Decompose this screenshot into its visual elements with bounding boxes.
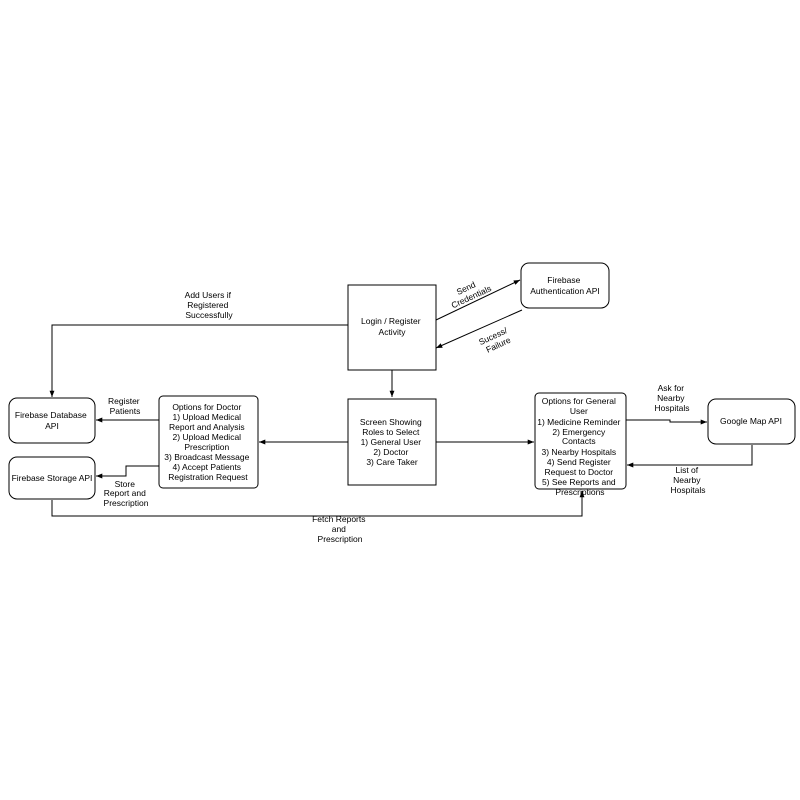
label-send-credentials: Send Credentials [445, 274, 492, 310]
firebase-auth-label: Firebase Authentication API [530, 275, 599, 296]
edge-ask-hospitals [626, 419, 707, 425]
edge-fetch-reports [51, 491, 585, 517]
connectors [49, 279, 753, 517]
edge-send-credentials [435, 279, 521, 321]
label-ask-hospitals: Ask for Nearby Hospitals [655, 383, 690, 413]
node-firebase-storage: Firebase Storage API [8, 456, 96, 500]
node-firebase-auth: Firebase Authentication API [520, 262, 610, 309]
doctor-options-label: Options for Doctor 1) Upload Medical Rep… [164, 402, 251, 482]
node-google-map: Google Map API [707, 398, 796, 445]
firebase-database-label: Firebase Database API [15, 410, 89, 431]
label-success-failure: Sucess/ Failure [477, 324, 515, 356]
edge-store-report [96, 465, 159, 479]
label-add-users: Add Users if Registered Successfully [185, 290, 234, 320]
label-register-patients: Register Patients [108, 396, 142, 416]
edge-list-hospitals [627, 445, 753, 468]
label-store-report: Store Report and Prescription [104, 479, 149, 508]
google-map-label: Google Map API [720, 416, 782, 426]
label-fetch-reports: Fetch Reports and Prescription [312, 514, 368, 544]
node-doctor-options: Options for Doctor 1) Upload Medical Rep… [158, 395, 259, 489]
node-firebase-database: Firebase Database API [8, 397, 96, 444]
node-login-register: Login / Register Activity [347, 284, 437, 371]
node-role-selection: Screen Showing Roles to Select 1) Genera… [347, 398, 437, 486]
edge-add-users [49, 324, 348, 397]
general-user-options-label: Options for General User 1) Medicine Rem… [537, 396, 623, 497]
node-general-user-options: Options for General User 1) Medicine Rem… [534, 392, 627, 497]
login-register-label: Login / Register Activity [361, 316, 423, 337]
label-list-hospitals: List of Nearby Hospitals [671, 465, 706, 495]
firebase-storage-label: Firebase Storage API [12, 473, 93, 483]
role-selection-label: Screen Showing Roles to Select 1) Genera… [360, 417, 424, 467]
edge-success-failure [435, 309, 523, 349]
